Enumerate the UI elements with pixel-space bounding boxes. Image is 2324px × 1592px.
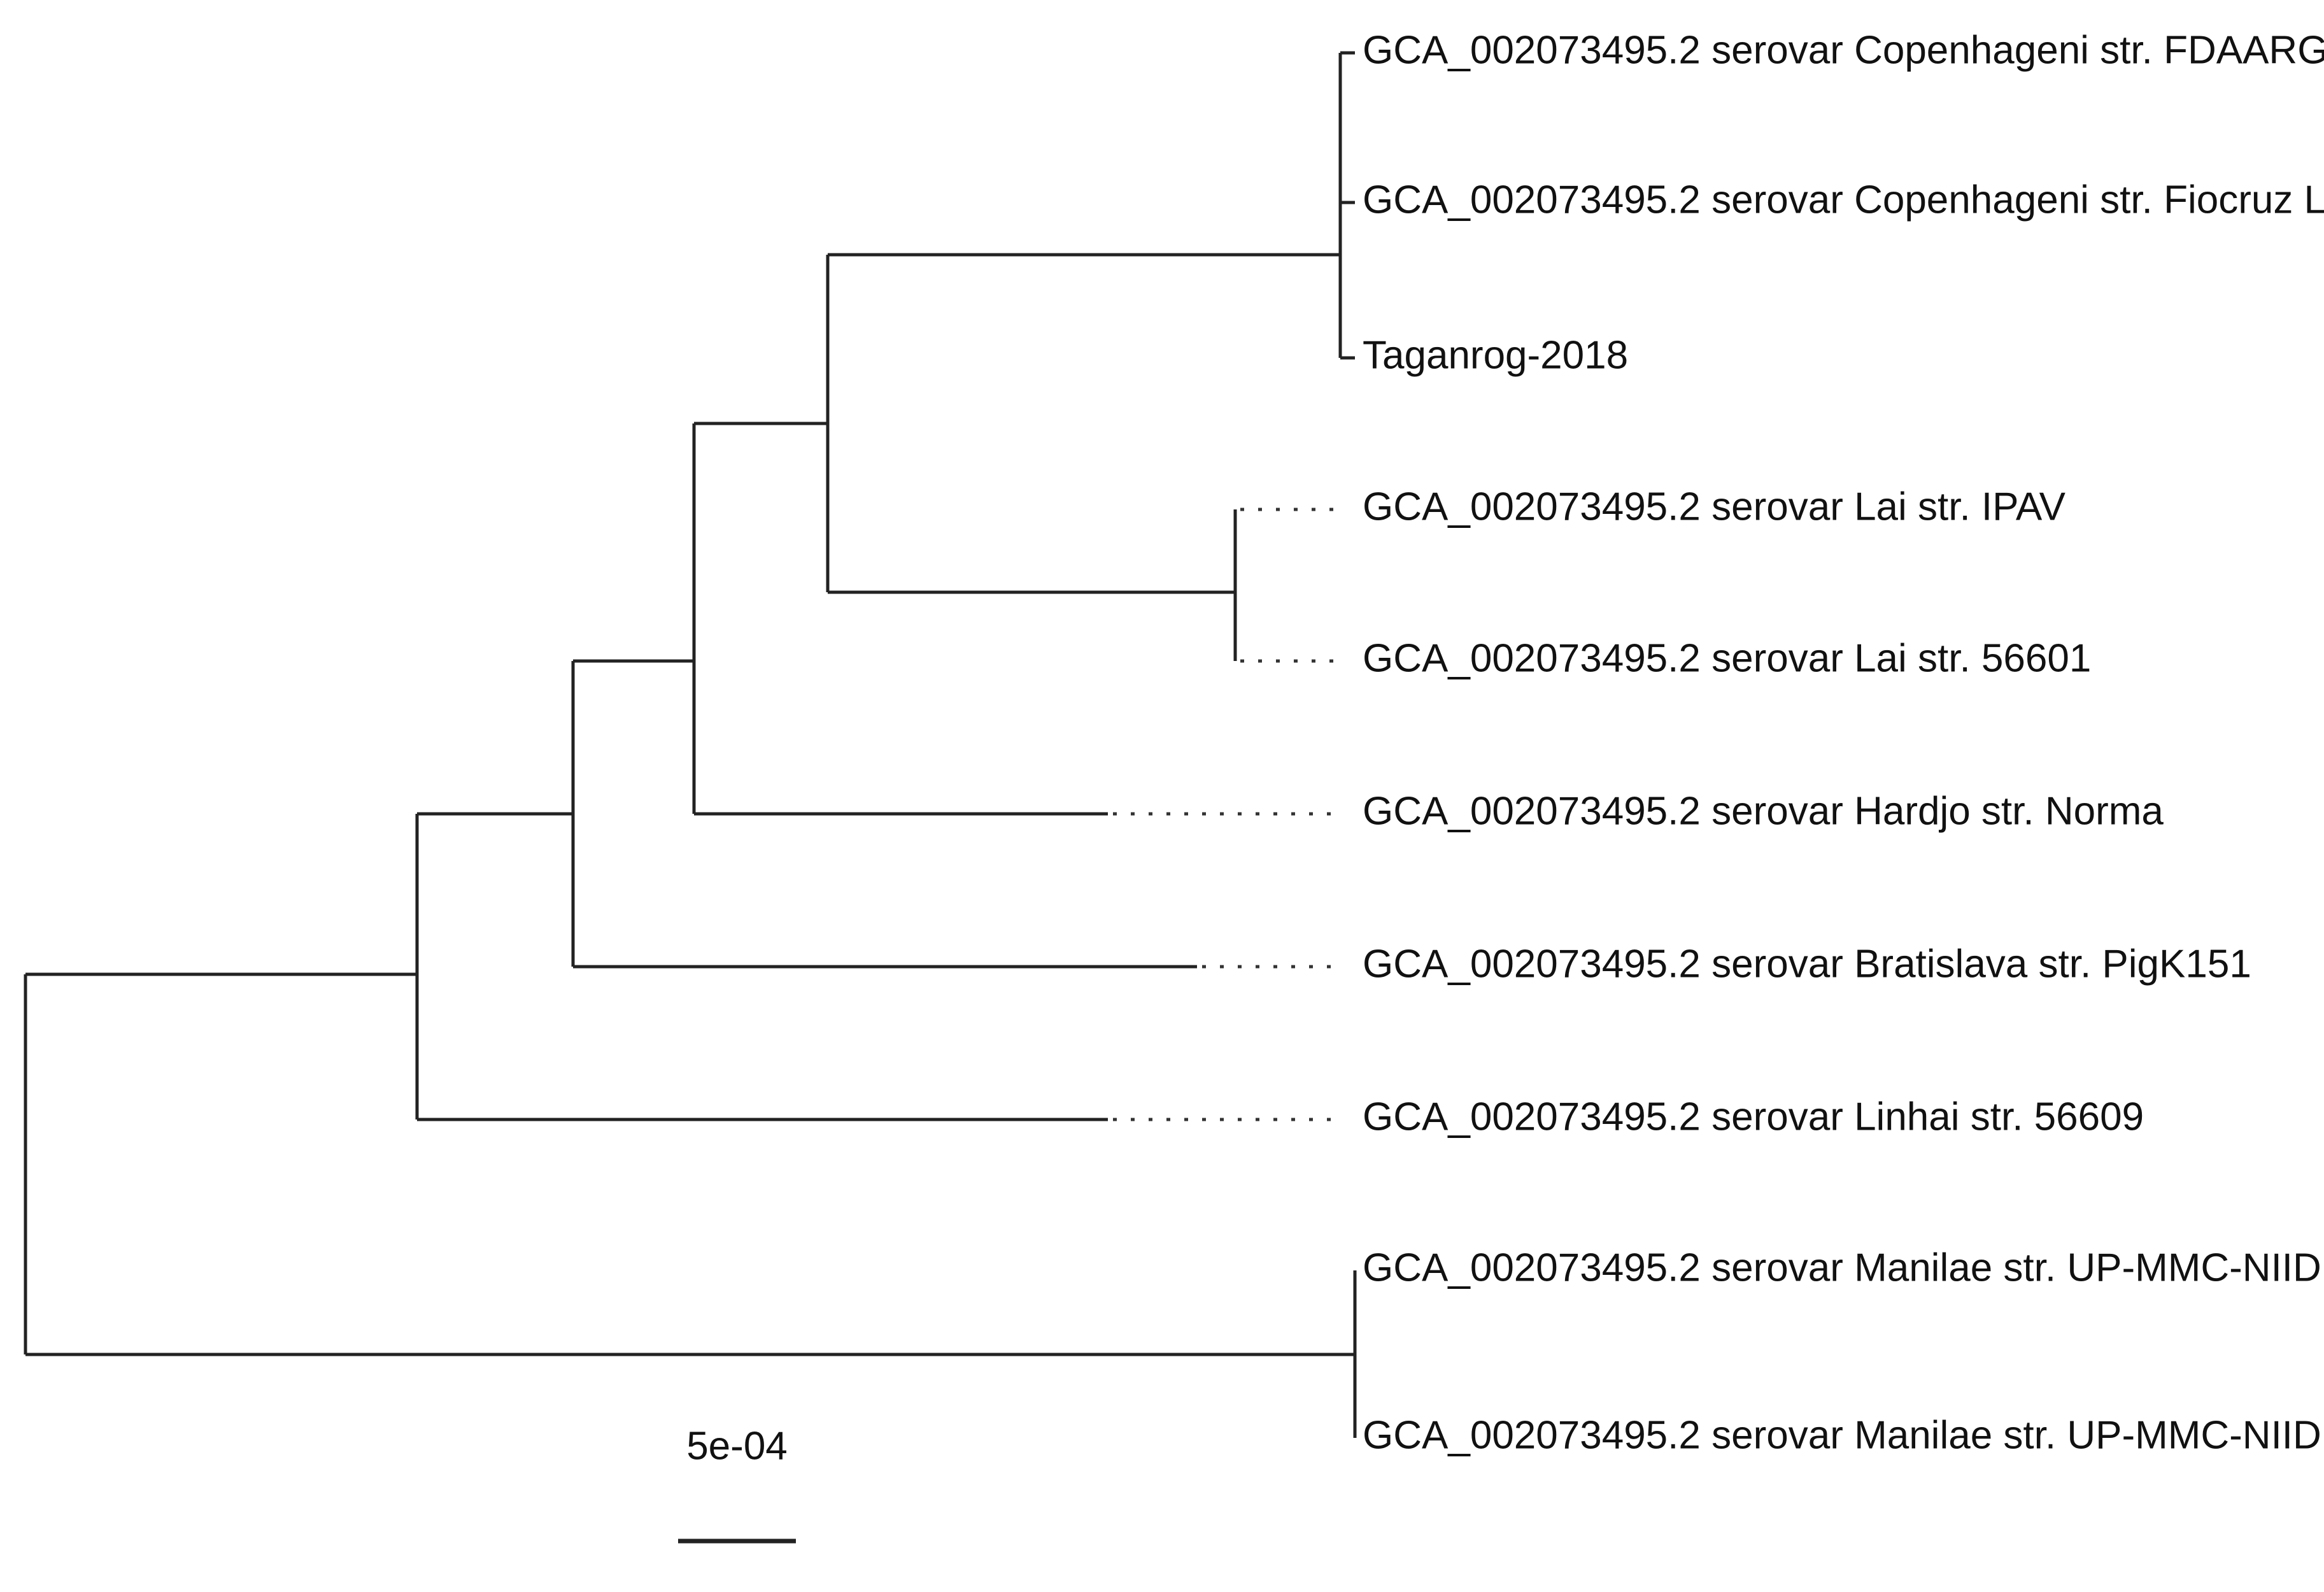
tip-label-copenhageni-fiocruz-l1-130: GCA_002073495.2 serovar Copenhageni str.… [1363, 178, 2324, 222]
tip-label-linhai-56609: GCA_002073495.2 serovar Linhai str. 5660… [1363, 1095, 2144, 1139]
tip-leader-lines-group [1113, 508, 1340, 1121]
tip-label-manilae-up-mmc-niid-lp: GCA_002073495.2 serovar Manilae str. UP-… [1363, 1413, 2324, 1457]
tip-label-lai-56601: GCA_002073495.2 serovar Lai str. 56601 [1363, 636, 2091, 680]
tip-label-copenhageni-fdaargos-203: GCA_002073495.2 serovar Copenhageni str.… [1363, 28, 2324, 72]
scale-bar-group: 5e-04 [678, 1424, 796, 1544]
tip-label-hardjo-norma: GCA_002073495.2 serovar Hardjo str. Norm… [1363, 789, 2164, 833]
tip-label-taganrog-2018: Taganrog-2018 [1363, 333, 1628, 377]
scale-bar-label: 5e-04 [686, 1424, 788, 1468]
tip-labels-group: GCA_002073495.2 serovar Copenhageni str.… [1363, 28, 2324, 1457]
tree-branches-group [24, 51, 1357, 1438]
tip-label-bratislava-pigk151: GCA_002073495.2 serovar Bratislava str. … [1363, 942, 2251, 986]
tip-label-manilae-up-mmc-niid-hp: GCA_002073495.2 serovar Manilae str. UP-… [1363, 1246, 2324, 1290]
tip-label-lai-ipav: GCA_002073495.2 serovar Lai str. IPAV [1363, 485, 2066, 529]
